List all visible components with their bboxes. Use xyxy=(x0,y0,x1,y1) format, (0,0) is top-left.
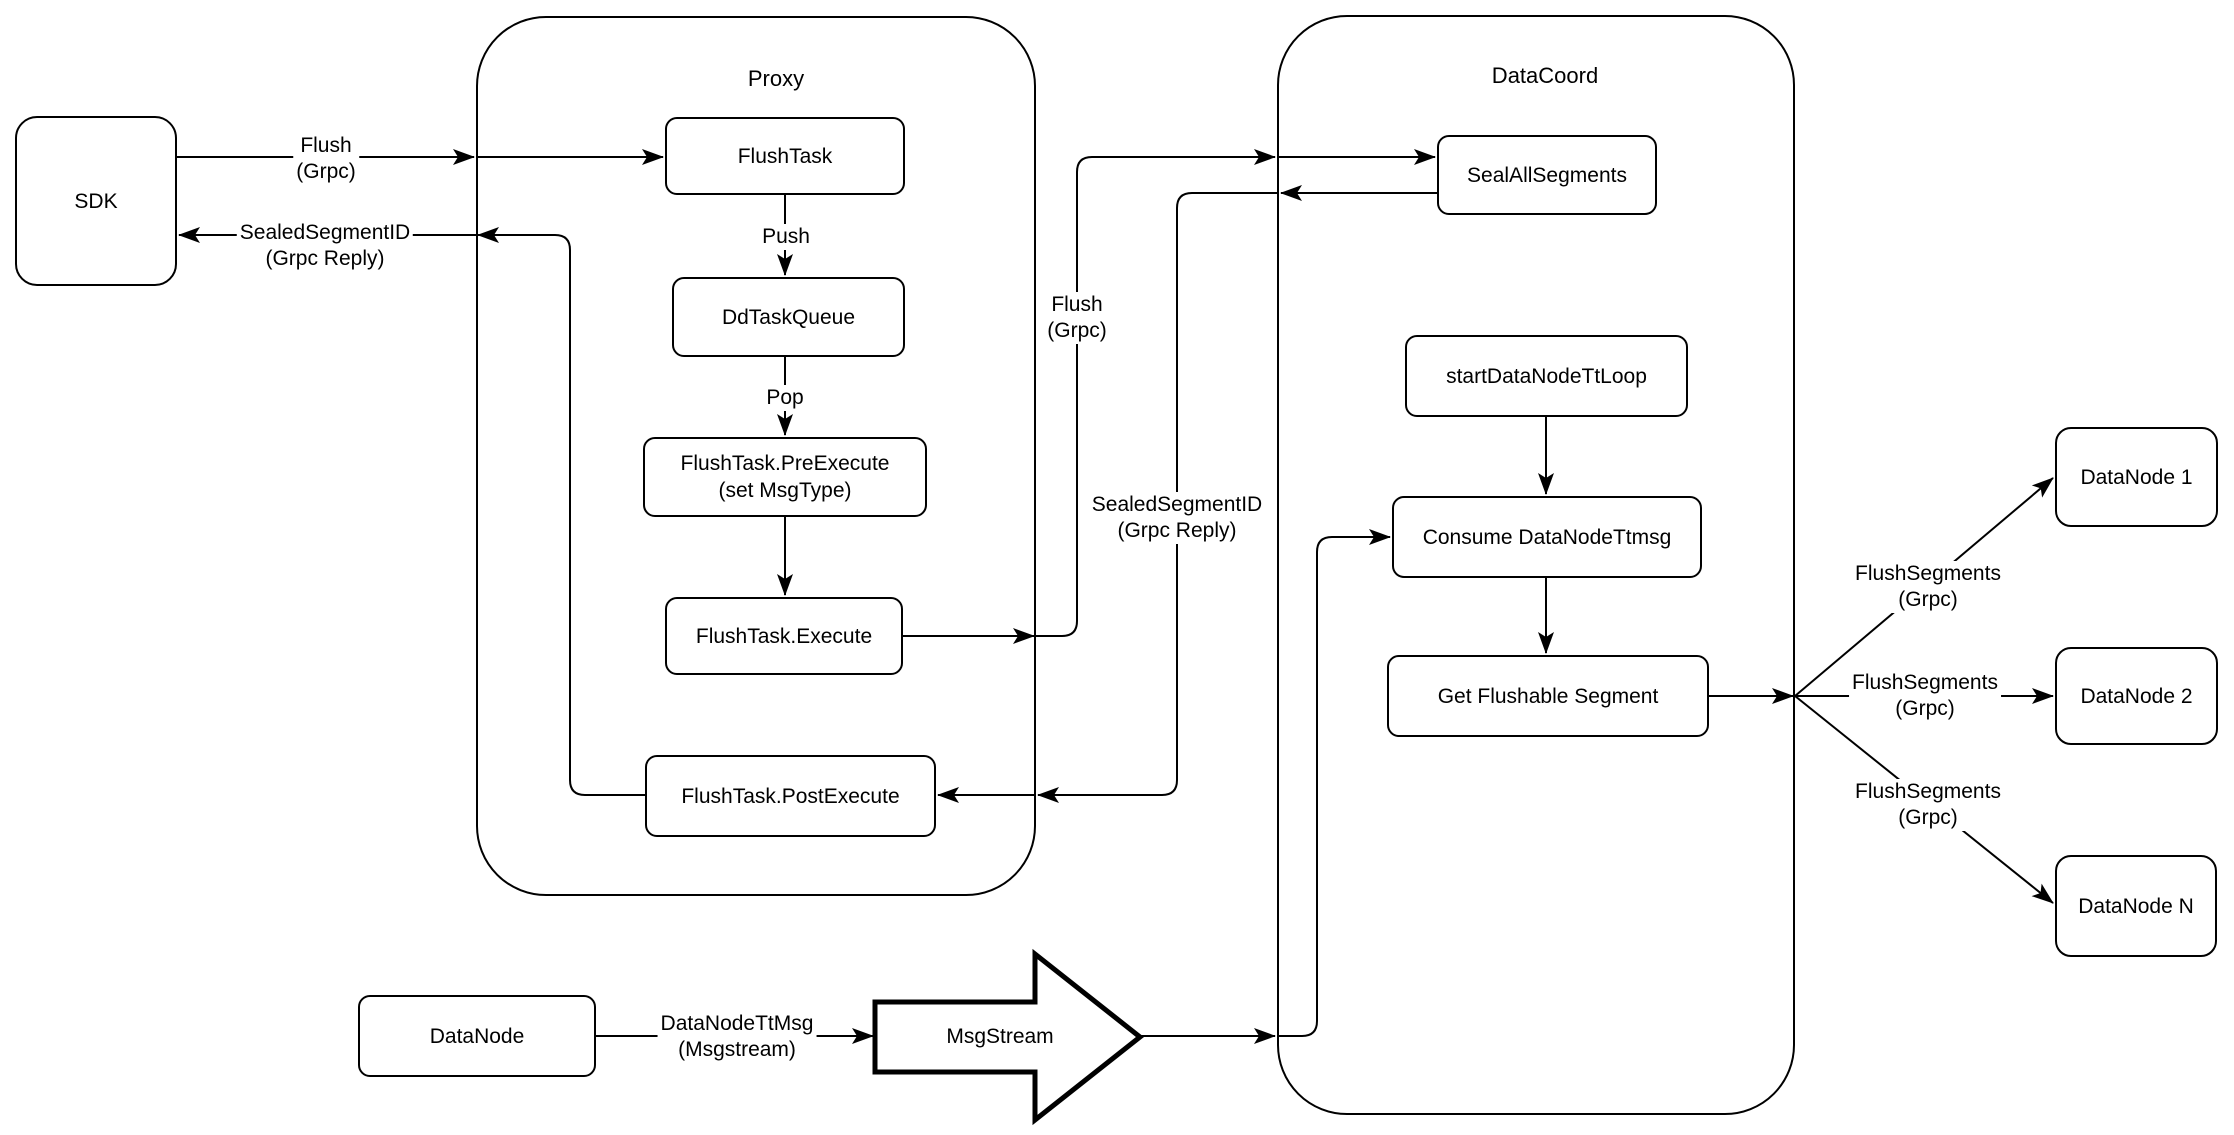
label-push-text: Push xyxy=(762,225,810,248)
label-datanodettmsg-line2: (Msgstream) xyxy=(678,1038,796,1061)
node-datanode2: DataNode 2 xyxy=(2055,647,2218,745)
label-flushsegments-2: FlushSegments (Grpc) xyxy=(1849,670,2001,722)
node-preexecute: FlushTask.PreExecute (set MsgType) xyxy=(643,437,927,517)
label-flush-grpc-vertical-line2: (Grpc) xyxy=(1047,319,1107,342)
msgstream-label: MsgStream xyxy=(946,1025,1053,1049)
label-flush-grpc-vertical: Flush (Grpc) xyxy=(1044,292,1110,344)
node-sdk-label: SDK xyxy=(74,189,118,213)
node-datanode-label: DataNode xyxy=(429,1024,525,1048)
node-sealallsegments-label: SealAllSegments xyxy=(1467,163,1627,187)
node-flushtask-label: FlushTask xyxy=(737,144,833,168)
datacoord-title: DataCoord xyxy=(1492,63,1598,89)
label-flush-grpc-vertical-line1: Flush xyxy=(1051,293,1103,316)
node-datanoden-label: DataNode N xyxy=(2078,894,2194,918)
label-sealedsegmentid-vertical-line1: SealedSegmentID xyxy=(1091,493,1263,516)
label-sealedsegmentid-sdk-line2: (Grpc Reply) xyxy=(265,247,385,270)
label-datanodettmsg-line1: DataNodeTtMsg xyxy=(660,1012,814,1035)
node-ddtaskqueue: DdTaskQueue xyxy=(672,277,905,357)
label-flushsegments-2-line2: (Grpc) xyxy=(1895,697,1955,720)
label-sealedsegmentid-vertical: SealedSegmentID (Grpc Reply) xyxy=(1088,492,1266,544)
label-pop-text: Pop xyxy=(766,386,804,409)
node-postexecute-label: FlushTask.PostExecute xyxy=(681,784,900,808)
msgstream-block-arrow xyxy=(872,948,1145,1126)
node-datanode1-label: DataNode 1 xyxy=(2080,465,2193,489)
node-preexecute-line1: FlushTask.PreExecute xyxy=(680,452,890,475)
label-datanodettmsg: DataNodeTtMsg (Msgstream) xyxy=(657,1011,817,1063)
proxy-title-text: Proxy xyxy=(747,66,805,91)
node-datanode2-label: DataNode 2 xyxy=(2080,684,2193,708)
node-execute-label: FlushTask.Execute xyxy=(695,624,873,648)
datacoord-title-text: DataCoord xyxy=(1491,63,1599,88)
node-postexecute: FlushTask.PostExecute xyxy=(645,755,936,837)
node-ddtaskqueue-label: DdTaskQueue xyxy=(721,305,856,329)
label-flushsegments-1-line1: FlushSegments xyxy=(1855,562,2001,585)
label-flushsegments-3-line2: (Grpc) xyxy=(1898,806,1958,829)
label-flush-grpc-sdk-line1: Flush xyxy=(300,134,352,157)
node-sdk: SDK xyxy=(15,116,177,286)
label-push: Push xyxy=(759,224,813,250)
label-flushsegments-2-line1: FlushSegments xyxy=(1852,671,1998,694)
node-getflushablesegment-label: Get Flushable Segment xyxy=(1437,684,1659,708)
edge-postexecute-to-proxyedge xyxy=(477,227,645,796)
label-flush-grpc-sdk: Flush (Grpc) xyxy=(293,133,359,185)
node-datanode: DataNode xyxy=(358,995,596,1077)
label-sealedsegmentid-vertical-line2: (Grpc Reply) xyxy=(1117,519,1237,542)
node-preexecute-line2: (set MsgType) xyxy=(718,479,852,502)
label-pop: Pop xyxy=(763,385,807,411)
msgstream-label-text: MsgStream xyxy=(946,1025,1054,1048)
node-startdatanodettloop: startDataNodeTtLoop xyxy=(1405,335,1688,417)
label-flushsegments-1: FlushSegments (Grpc) xyxy=(1852,561,2004,613)
node-datanode1: DataNode 1 xyxy=(2055,427,2218,527)
node-sealallsegments: SealAllSegments xyxy=(1437,135,1657,215)
proxy-title: Proxy xyxy=(748,66,804,92)
label-flushsegments-1-line2: (Grpc) xyxy=(1898,588,1958,611)
label-flushsegments-3: FlushSegments (Grpc) xyxy=(1852,779,2004,831)
node-consume-datanodettmsg: Consume DataNodeTtmsg xyxy=(1392,496,1702,578)
label-sealedsegmentid-sdk-line1: SealedSegmentID xyxy=(239,221,411,244)
node-execute: FlushTask.Execute xyxy=(665,597,903,675)
label-flushsegments-3-line1: FlushSegments xyxy=(1855,780,2001,803)
node-consume-datanodettmsg-label: Consume DataNodeTtmsg xyxy=(1422,525,1672,549)
label-sealedsegmentid-sdk: SealedSegmentID (Grpc Reply) xyxy=(236,220,414,272)
edge-datacoord-to-consume xyxy=(1277,529,1391,1037)
label-flush-grpc-sdk-line2: (Grpc) xyxy=(296,160,356,183)
datacoord-container xyxy=(1277,15,1795,1115)
node-flushtask: FlushTask xyxy=(665,117,905,195)
edge-flush-up-to-datacoord xyxy=(1036,149,1276,637)
node-startdatanodettloop-label: startDataNodeTtLoop xyxy=(1446,364,1647,388)
node-getflushablesegment: Get Flushable Segment xyxy=(1387,655,1709,737)
proxy-container xyxy=(476,16,1036,896)
node-datanoden: DataNode N xyxy=(2055,855,2217,957)
